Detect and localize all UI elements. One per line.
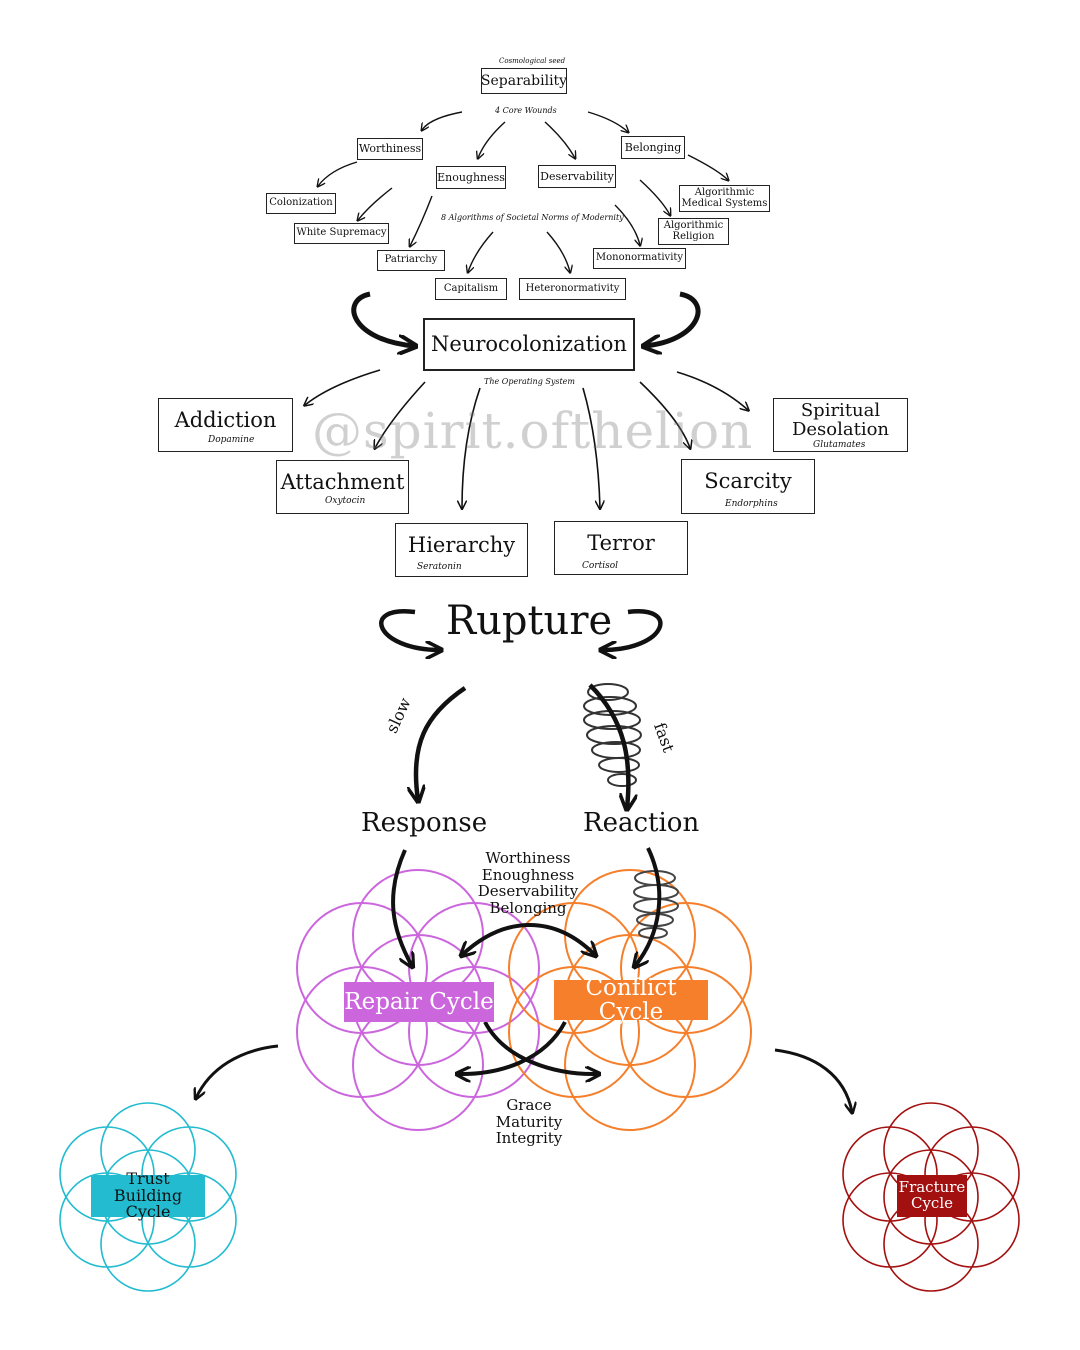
wound-deservability: Deservability	[538, 165, 616, 188]
wound-worthiness: Worthiness	[357, 138, 423, 160]
algo-heteronormativity: Heteronormativity	[519, 278, 626, 300]
chemical-label: Seratonin	[417, 562, 462, 572]
response-label: Response	[361, 808, 488, 838]
wound-item: Deservability	[477, 882, 579, 900]
operating-system-note: The Operating System	[484, 377, 576, 386]
algo-colonization: Colonization	[266, 193, 336, 214]
wound-belonging: Belonging	[621, 136, 685, 159]
reaction-label: Reaction	[583, 808, 700, 838]
chemical-label: Glutamates	[813, 440, 866, 450]
repair-cycle-label: Repair Cycle	[344, 982, 494, 1022]
wound-item: Worthiness	[485, 849, 571, 867]
slow-arrow	[416, 686, 467, 800]
wound-item: Enoughness	[481, 865, 575, 884]
wounds-list: Worthiness Enoughness Deservability Belo…	[470, 850, 586, 916]
wound-item: Belonging	[489, 898, 567, 917]
algorithms-note: 8 Algorithms of Societal Norms of Modern…	[441, 213, 624, 222]
convergence-arrows	[351, 291, 701, 346]
chemical-label: Dopamine	[208, 435, 255, 445]
fast-spiral	[583, 683, 642, 787]
rupture-arrows	[379, 609, 663, 650]
virtue-item: Maturity	[495, 1112, 563, 1131]
outcome-label: Terror	[587, 530, 655, 555]
outcome-label: Scarcity	[704, 469, 792, 494]
watermark-text: @spirit.ofthelion	[312, 402, 754, 460]
neurocolonization-box: Neurocolonization	[423, 318, 635, 371]
chemical-label: Cortisol	[582, 561, 619, 571]
virtue-item: Grace	[506, 1096, 552, 1114]
outcome-label: Attachment	[280, 469, 405, 494]
fracture-cycle-label: Fracture Cycle	[897, 1175, 967, 1217]
to-trust-arrow	[196, 1044, 279, 1098]
chemical-label: Oxytocin	[325, 496, 366, 506]
algo-mononormativity: Mononormativity	[593, 248, 686, 269]
outcome-arrows	[305, 369, 748, 508]
wounds-double-arrow	[462, 923, 595, 955]
trust-cycle-label: Trust Building Cycle	[91, 1170, 205, 1220]
virtue-item: Integrity	[495, 1129, 563, 1147]
trust-cycle-circles	[59, 1102, 237, 1292]
separability-box: Separability	[481, 68, 567, 94]
outcome-hierarchy: Hierarchy	[395, 523, 528, 577]
algo-patriarchy: Patriarchy	[377, 250, 445, 271]
outcome-attachment: Attachment	[276, 460, 409, 514]
algo-capitalism: Capitalism	[435, 278, 507, 300]
outcome-label: Addiction	[174, 407, 277, 432]
top-tree-arrows	[318, 111, 728, 272]
virtues-list: Grace Maturity Integrity	[484, 1097, 574, 1147]
chemical-label: Endorphins	[725, 499, 778, 509]
algo-medical-systems: Algorithmic Medical Systems	[679, 185, 770, 212]
outcome-addiction: Addiction	[158, 398, 293, 452]
cross-arrows	[458, 1021, 598, 1074]
to-fracture-arrow	[774, 1048, 852, 1112]
outcome-label: Spiritual Desolation	[791, 400, 890, 440]
outcome-terror: Terror	[554, 521, 688, 575]
fast-arrow	[588, 683, 628, 808]
response-to-repair-arrow	[391, 849, 412, 966]
reaction-to-conflict-arrow	[635, 847, 662, 966]
conflict-cycle-label: Conflict Cycle	[554, 976, 708, 1024]
rupture-title: Rupture	[446, 598, 613, 644]
outcome-spiritual-desolation: Spiritual Desolation	[773, 398, 908, 452]
outcome-label: Hierarchy	[407, 532, 516, 557]
outcome-scarcity: Scarcity	[681, 459, 815, 514]
seed-note: Cosmological seed	[499, 57, 566, 65]
algo-white-supremacy: White Supremacy	[294, 223, 389, 244]
algo-religion: Algorithmic Religion	[658, 218, 729, 245]
wounds-note: 4 Core Wounds	[495, 106, 557, 115]
wound-enoughness: Enoughness	[436, 166, 506, 189]
